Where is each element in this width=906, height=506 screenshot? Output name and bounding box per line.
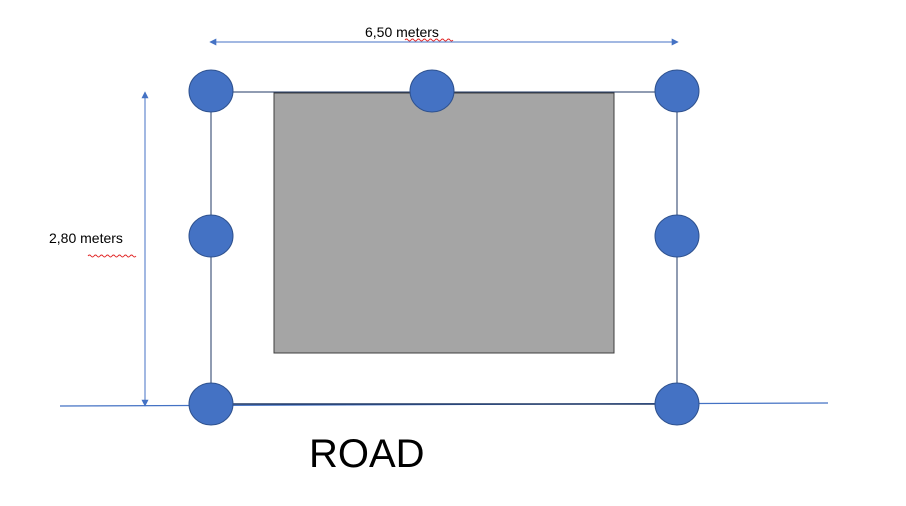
post-middle-right bbox=[654, 214, 700, 258]
width-label: 6,50 meters bbox=[365, 24, 439, 40]
height-spellcheck-underline bbox=[87, 254, 137, 258]
height-unit: meters bbox=[80, 230, 123, 246]
post-middle-left bbox=[188, 214, 234, 258]
width-spellcheck-underline bbox=[404, 38, 454, 42]
road-label: ROAD bbox=[309, 432, 425, 476]
height-value: 2,80 bbox=[49, 230, 76, 246]
post-top-middle bbox=[409, 69, 455, 113]
grey-structure bbox=[273, 92, 615, 354]
post-bottom-right bbox=[654, 382, 700, 426]
width-value: 6,50 bbox=[365, 24, 392, 40]
post-top-right bbox=[654, 69, 700, 113]
post-bottom-left bbox=[188, 382, 234, 426]
post-top-left bbox=[188, 69, 234, 113]
height-label: 2,80 meters bbox=[49, 230, 123, 246]
width-unit: meters bbox=[396, 24, 439, 40]
